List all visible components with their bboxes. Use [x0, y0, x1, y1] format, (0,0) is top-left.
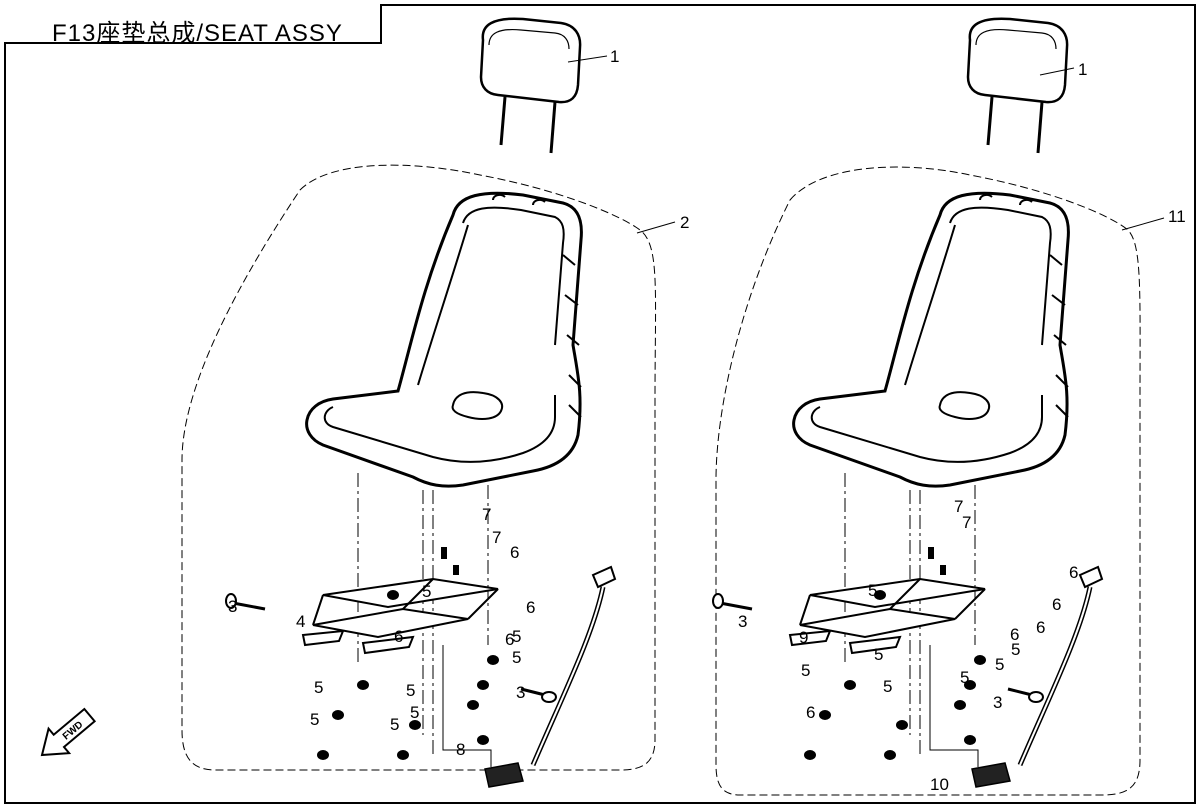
left-seat-assembly: 1 2 3 4 5 5 5 5 5 5 5 5 6 6 6 6 7 7 3 8 [181, 19, 689, 787]
right-seat-assembly: 1 11 3 9 5 5 5 5 5 5 5 6 6 6 6 6 7 7 3 1… [713, 19, 1186, 796]
callout-3-right-a: 3 [738, 612, 747, 631]
callout-1-left: 1 [610, 47, 619, 66]
callout-10: 10 [930, 775, 949, 794]
callout-6-r-b: 6 [1052, 595, 1061, 614]
callout-9: 9 [799, 628, 808, 647]
left-seat-drawing [226, 19, 615, 787]
title-box: F13座垫总成/SEAT ASSY [4, 4, 382, 47]
callout-3-left-b: 3 [516, 683, 525, 702]
callout-6-d: 6 [394, 627, 403, 646]
fwd-arrow-icon: FWD [40, 707, 97, 757]
callout-5-r-b: 5 [874, 645, 883, 664]
callout-5-r-g: 5 [1011, 640, 1020, 659]
right-assembly-boundary [715, 166, 1141, 796]
callout-11: 11 [1168, 207, 1186, 226]
callout-6-r-d: 6 [806, 703, 815, 722]
callout-6-r-c: 6 [1036, 618, 1045, 637]
callout-6-b: 6 [526, 598, 535, 617]
callout-5-r-a: 5 [868, 581, 877, 600]
callout-4: 4 [296, 612, 305, 631]
callout-5-g: 5 [410, 703, 419, 722]
callout-3-right-b: 3 [993, 693, 1002, 712]
callout-6-r-e: 6 [1010, 625, 1019, 644]
drawing-frame [4, 4, 1196, 804]
callout-5-r-e: 5 [960, 668, 969, 687]
callout-6-a: 6 [510, 543, 519, 562]
page-title: F13座垫总成/SEAT ASSY [52, 20, 343, 47]
callout-2: 2 [680, 213, 689, 232]
callout-8: 8 [456, 740, 465, 759]
callout-5-a: 5 [422, 582, 431, 601]
callout-5-r-d: 5 [883, 677, 892, 696]
callout-7-r-a: 7 [954, 497, 963, 516]
callout-5-f: 5 [390, 715, 399, 734]
callout-1-right: 1 [1078, 60, 1087, 79]
right-seat-drawing [713, 19, 1102, 787]
callout-5-r-f: 5 [995, 655, 1004, 674]
callout-7-a: 7 [482, 505, 491, 524]
callout-5-r-c: 5 [801, 661, 810, 680]
callout-6-r-a: 6 [1069, 563, 1078, 582]
left-assembly-boundary [181, 164, 657, 771]
callout-6-c: 6 [505, 630, 514, 649]
callout-5-c: 5 [314, 678, 323, 697]
callout-7-r-b: 7 [962, 513, 971, 532]
callout-3-left-a: 3 [228, 597, 237, 616]
callout-7-b: 7 [492, 528, 501, 547]
callout-5-h: 5 [512, 627, 521, 646]
callout-5-d: 5 [406, 681, 415, 700]
callout-5-e: 5 [310, 710, 319, 729]
callout-5-b: 5 [512, 648, 521, 667]
